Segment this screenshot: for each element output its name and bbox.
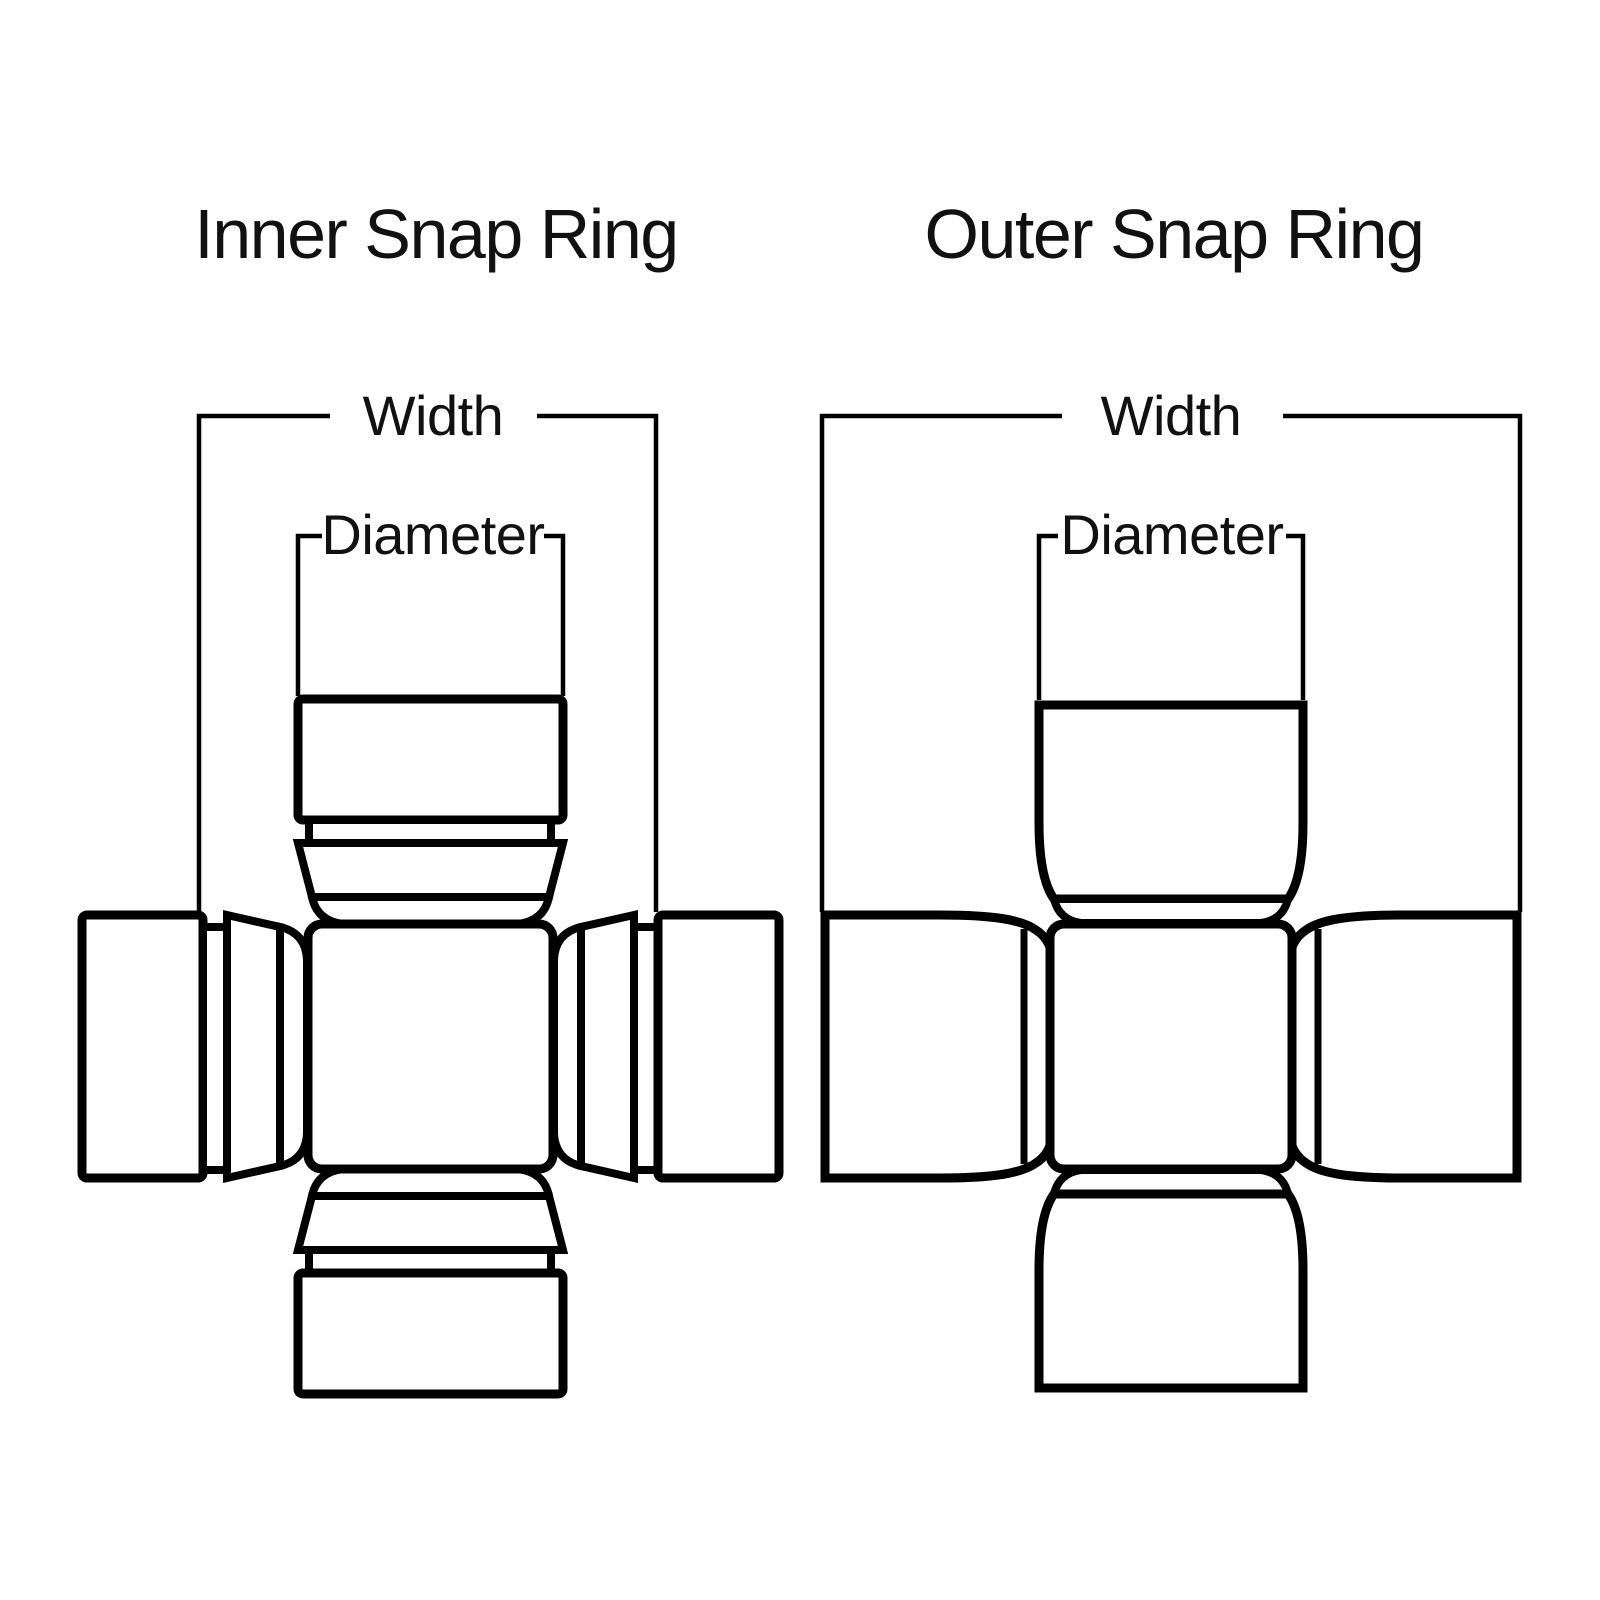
inner-right-trunnion-foot xyxy=(550,921,585,1172)
outer-diameter-bracket xyxy=(1036,533,1306,700)
outer-diagram-title: Outer Snap Ring xyxy=(925,195,1424,273)
inner-snap-ring-diagram: Inner Snap Ring Widt xyxy=(77,195,784,1399)
outer-width-label: Width xyxy=(1101,384,1242,447)
outer-left-bearing-cap xyxy=(820,910,1058,1183)
inner-top-bearing-cap xyxy=(293,694,568,825)
outer-cross-body xyxy=(1045,919,1297,1174)
inner-left-flange xyxy=(223,909,284,1184)
inner-top-flange xyxy=(292,839,569,901)
inner-right-bearing-cap xyxy=(653,910,784,1183)
inner-diagram-title: Inner Snap Ring xyxy=(194,195,677,273)
outer-top-bearing-cap xyxy=(1034,700,1308,904)
outer-width-bracket xyxy=(819,413,1523,912)
outer-diameter-label: Diameter xyxy=(1060,503,1283,566)
inner-width-bracket xyxy=(196,413,659,912)
inner-left-bearing-cap xyxy=(77,910,208,1183)
inner-right-flange xyxy=(577,909,638,1184)
outer-top-trunnion-foot xyxy=(1048,895,1294,927)
inner-diameter-bracket xyxy=(295,533,566,696)
inner-cross-body xyxy=(303,919,558,1174)
inner-width-label: Width xyxy=(363,384,504,447)
inner-bottom-flange xyxy=(292,1192,569,1254)
inner-diameter-label: Diameter xyxy=(321,503,544,566)
inner-left-trunnion-foot xyxy=(276,921,311,1172)
outer-right-bearing-cap xyxy=(1284,910,1522,1183)
outer-snap-ring-diagram: Outer Snap Ring Width Diameter xyxy=(819,195,1523,1393)
inner-bottom-bearing-cap xyxy=(293,1268,568,1399)
outer-bottom-bearing-cap xyxy=(1034,1189,1308,1393)
